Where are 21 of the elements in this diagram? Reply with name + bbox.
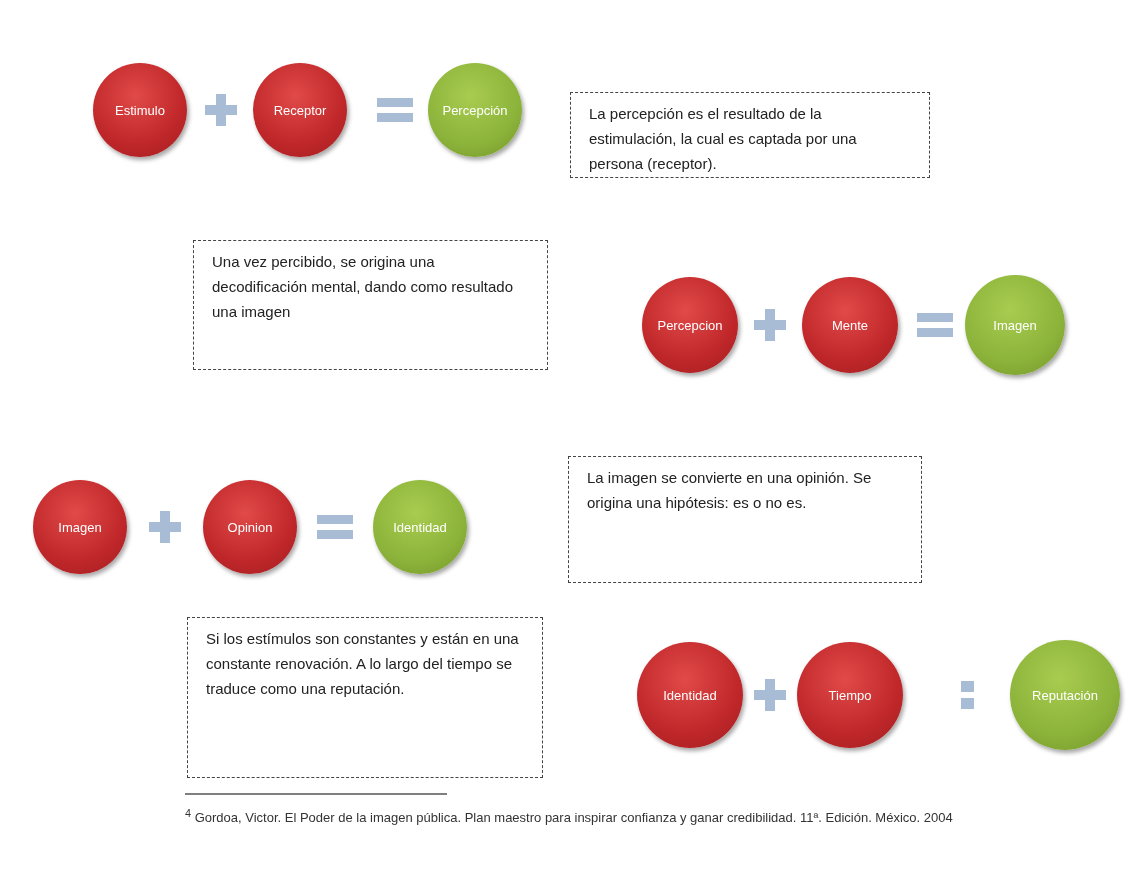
circle-label: Percepcion: [657, 317, 723, 333]
circle-label: Imagen: [993, 317, 1037, 333]
circle-label: Percepción: [442, 102, 508, 118]
note-text: Una vez percibido, se origina una decodificación mental, dando como resultado una imagen: [212, 252, 515, 322]
note-text: La percepción es el resultado de la estimulación, la cual es captada por una persona (receptor).: [589, 104, 858, 174]
circle-label: Receptor: [273, 102, 327, 118]
circle-label: Estimulo: [115, 102, 165, 118]
note-text: Si los estímulos son constantes y están en una constante renovación. A lo largo del tiempo se traduce como una reputación.: [206, 629, 520, 699]
note-text: La imagen se convierte en una opinión. Se origina una hipótesis: es o no es.: [587, 468, 873, 513]
circle-label: Tiempo: [828, 687, 872, 703]
circle-label: Identidad: [663, 687, 717, 703]
note-box: [187, 617, 543, 778]
circle-label: Reputación: [1032, 687, 1098, 703]
note-box: [193, 240, 548, 370]
circle-label: Mente: [831, 317, 869, 333]
circle-label: Identidad: [393, 519, 447, 535]
footnote-text: $^{4}$ Gordoa, Victor. El Poder de la imagen pública. Plan maestro para inspirar confianza y ganar credibilidad. 11ª. Edición. México. 2004: [185, 806, 954, 828]
circle-label: Imagen: [58, 519, 102, 535]
note-box: [570, 92, 930, 178]
circle-label: Opinion: [227, 519, 273, 535]
note-box: [568, 456, 922, 583]
